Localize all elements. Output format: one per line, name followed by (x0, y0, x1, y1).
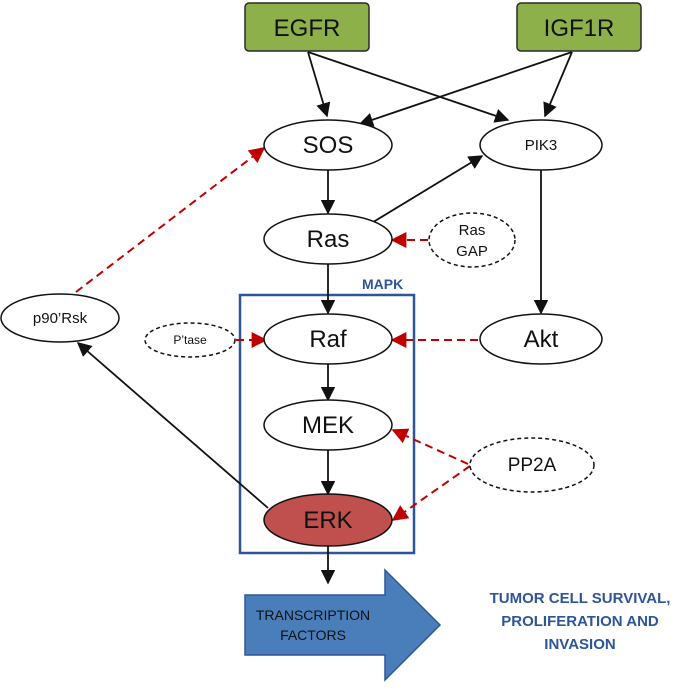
arrow-ras-pik3 (359, 155, 484, 231)
node-erk: ERK (263, 493, 393, 547)
svg-text:EGFR: EGFR (274, 15, 341, 42)
node-ptase: P’tase (144, 322, 236, 358)
svg-text:p90’Rsk: p90’Rsk (33, 310, 88, 327)
svg-text:PP2A: PP2A (508, 455, 557, 476)
svg-text:FACTORS: FACTORS (280, 627, 346, 643)
node-ras: Ras (263, 213, 393, 265)
svg-text:TRANSCRIPTION: TRANSCRIPTION (256, 607, 370, 623)
node-sos: SOS (263, 119, 393, 171)
svg-text:Akt: Akt (524, 326, 559, 353)
svg-text:IGF1R: IGF1R (544, 15, 615, 42)
mapk-box (238, 293, 416, 555)
arrow-pp2a-erk (391, 465, 471, 521)
svg-text:P’tase: P’tase (173, 333, 207, 347)
arrow-erk-p90rsk (76, 342, 269, 509)
svg-text:Ras: Ras (307, 226, 350, 253)
node-p90rsk: p90’Rsk (0, 293, 120, 343)
node-rasgap: Ras GAP (428, 212, 516, 268)
svg-text:INVASION: INVASION (544, 636, 615, 653)
arrow-pp2a-mek (391, 428, 469, 465)
arrow-igf1r-pik3 (543, 51, 573, 118)
arrow-egfr-pik3 (307, 51, 510, 123)
svg-text:MEK: MEK (302, 412, 354, 439)
arrow-egfr-sos (307, 51, 331, 118)
receptor-igf1r: IGF1R (516, 2, 642, 52)
svg-text:Ras: Ras (459, 222, 486, 239)
outcome-text: TUMOR CELL SURVIVAL, PROLIFERATION AND I… (490, 590, 671, 653)
receptor-egfr: EGFR (244, 2, 370, 52)
node-mek: MEK (263, 399, 393, 451)
arrow-igf1r-sos (358, 51, 573, 127)
activation-arrows (76, 51, 573, 585)
svg-text:PIK3: PIK3 (525, 137, 558, 154)
svg-text:ERK: ERK (303, 507, 352, 534)
mapk-label: MAPK (362, 276, 403, 292)
node-pik3: PIK3 (479, 119, 603, 171)
svg-text:Raf: Raf (309, 326, 347, 353)
node-pp2a: PP2A (469, 437, 595, 493)
svg-text:PROLIFERATION AND: PROLIFERATION AND (501, 613, 659, 630)
node-raf: Raf (263, 313, 393, 365)
arrow-p90rsk-sos (75, 147, 266, 293)
transcription-factors-arrow: TRANSCRIPTION FACTORS (244, 568, 442, 682)
svg-text:SOS: SOS (303, 132, 354, 159)
svg-text:GAP: GAP (456, 243, 488, 260)
svg-text:TUMOR CELL SURVIVAL,: TUMOR CELL SURVIVAL, (490, 590, 671, 607)
inhibition-arrows (75, 147, 478, 521)
node-akt: Akt (479, 313, 603, 365)
